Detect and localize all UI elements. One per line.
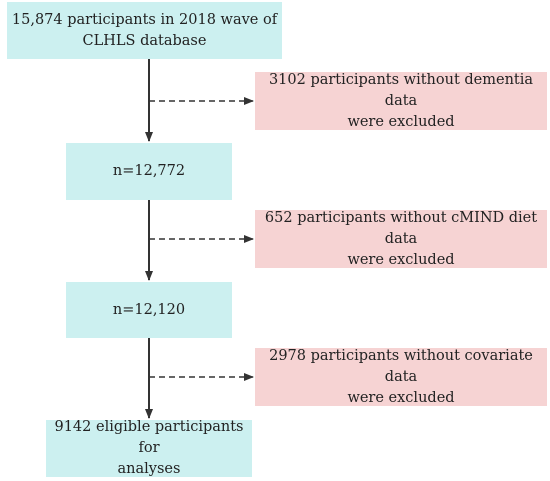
step-box-n12120: n=12,120 (66, 282, 232, 338)
exclusion-3-line-2: were excluded (347, 389, 455, 406)
step-box-n12772: n=12,772 (66, 143, 232, 200)
exclusion-3-line-1: 2978 participants without covariate data (269, 347, 533, 385)
exclusion-box-covariate: 2978 participants without covariate data… (255, 348, 547, 406)
step-1-line-2: CLHLS database (82, 32, 207, 49)
exclusion-1-line-2: were excluded (347, 113, 455, 130)
exclusion-2-line-2: were excluded (347, 251, 455, 268)
step-box-initial: 15,874 participants in 2018 wave of CLHL… (7, 2, 282, 59)
step-4-line-1: 9142 eligible participants for (54, 419, 244, 456)
step-3-line-1: n=12,120 (112, 301, 186, 318)
exclusion-box-diet: 652 participants without cMIND diet data… (255, 210, 547, 268)
step-4-line-2: analyses (117, 461, 181, 477)
step-1-line-1: 15,874 participants in 2018 wave of (11, 11, 278, 28)
step-2-line-1: n=12,772 (112, 163, 186, 179)
exclusion-1-line-1: 3102 participants without dementia data (268, 71, 534, 109)
step-box-final: 9142 eligible participants for analyses (46, 419, 252, 477)
exclusion-2-line-1: 652 participants without cMIND diet data (264, 209, 538, 247)
exclusion-box-dementia: 3102 participants without dementia data … (255, 72, 547, 130)
